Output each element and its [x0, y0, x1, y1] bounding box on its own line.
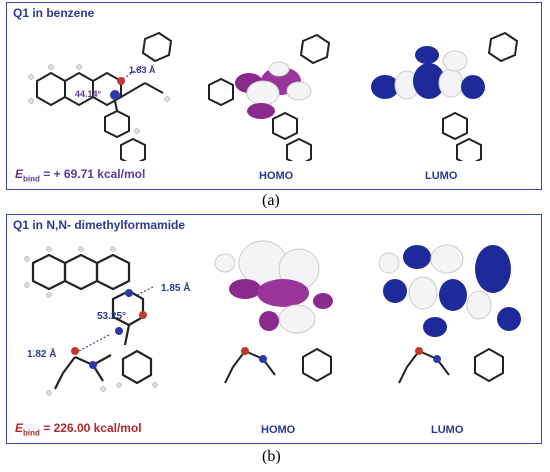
ebind-a: Ebind = + 69.71 kcal/mol [15, 167, 145, 183]
homo-orbital-a [208, 33, 331, 161]
homo-orbital-b [214, 240, 333, 384]
lumo-label-b: LUMO [431, 424, 464, 436]
distance-label-b1: 1.85 Å [161, 281, 190, 294]
panel-b-title: Q1 in N,N- dimethylformamide [13, 218, 186, 232]
molecule-structure-a: 1.83 Å 44.14° [28, 31, 173, 161]
panel-a-benzene: Q1 in benzene 1.83 Å 44.14° [6, 2, 542, 190]
homo-label-b: HOMO [261, 424, 296, 436]
distance-label-b2: 1.82 Å [27, 347, 56, 360]
ebind-a-value: = + 69.71 kcal/mol [39, 167, 146, 181]
caption-b: (b) [262, 448, 281, 465]
angle-label-b: 53.25° [97, 311, 126, 322]
ebind-a-sub: bind [23, 174, 40, 184]
ebind-b-symbol: E [15, 421, 24, 435]
panel-a-title: Q1 in benzene [13, 6, 95, 20]
angle-label-a: 44.14° [75, 89, 102, 99]
ebind-b-sub: bind [23, 428, 40, 438]
distance-label-a: 1.83 Å [129, 65, 156, 75]
lumo-label-a: LUMO [425, 170, 458, 182]
panel-b-dmf: Q1 in N,N- dimethylformamide [6, 214, 542, 444]
ebind-a-symbol: E [15, 167, 24, 181]
lumo-orbital-b [378, 244, 521, 384]
lumo-orbital-a [371, 31, 519, 161]
ebind-b-value: = 226.00 kcal/mol [39, 421, 142, 435]
molecule-structure-b: 1.85 Å 53.25° 1.82 Å [24, 246, 190, 396]
caption-a: (a) [262, 192, 280, 209]
ebind-b: Ebind = 226.00 kcal/mol [15, 421, 142, 437]
homo-label-a: HOMO [259, 170, 294, 182]
